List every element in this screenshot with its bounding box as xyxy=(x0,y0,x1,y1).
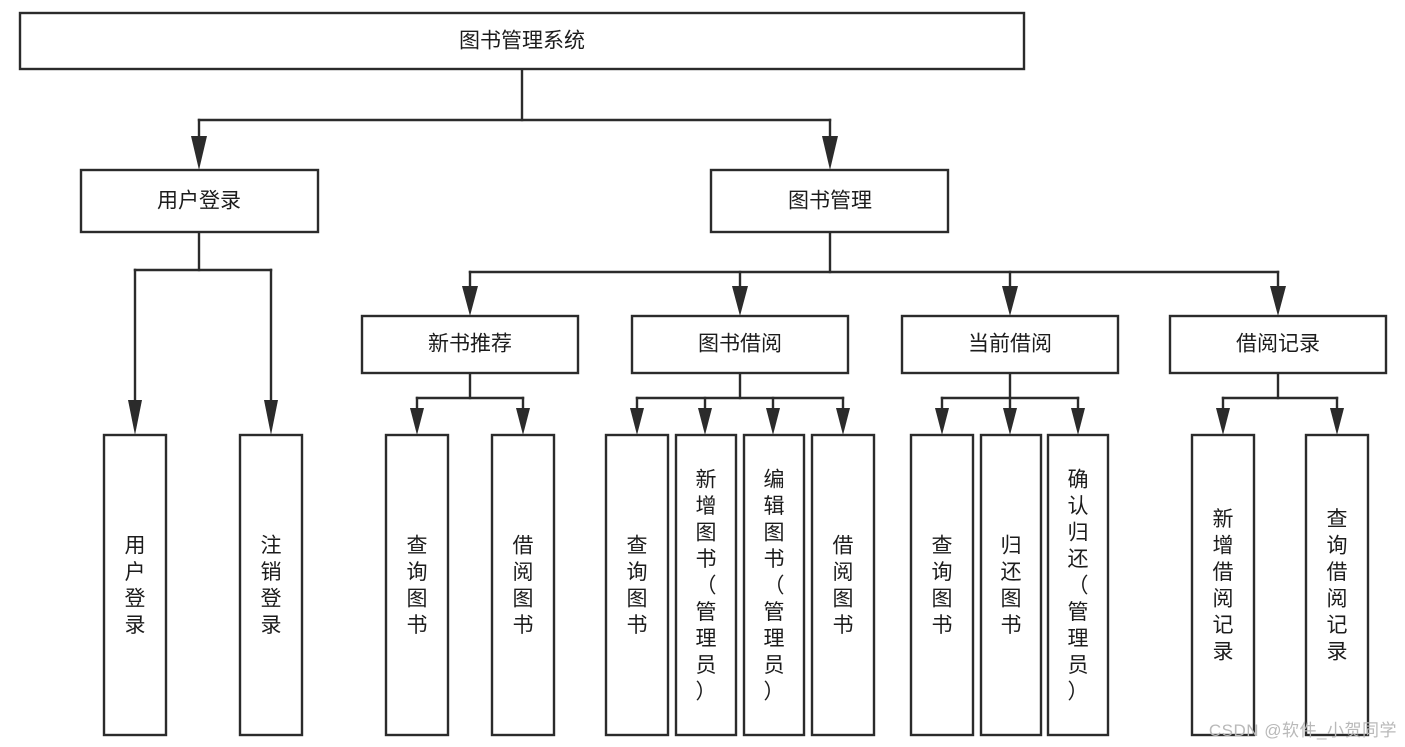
arrowhead-leaf-logout xyxy=(264,400,278,435)
node-root-rect[interactable] xyxy=(18,11,1026,71)
leaf-user-login-rect[interactable] xyxy=(102,433,168,737)
leaf-confirm-return-admin-label: 确认归还（管理员） xyxy=(1068,468,1089,703)
arrowhead-leaf-borrow-book-1 xyxy=(516,408,530,435)
arrowhead-leaf-query-book-1 xyxy=(410,408,424,435)
node-book-management-label: 图书管理 xyxy=(788,190,872,213)
node-book-borrowing[interactable]: 图书借阅 xyxy=(630,314,850,375)
node-user-login-rect[interactable] xyxy=(79,168,320,234)
leaf-user-login-label: 用户登录 xyxy=(125,535,146,638)
node-borrowing-records-label: 借阅记录 xyxy=(1236,333,1320,356)
leaf-user-login[interactable]: 用户登录 xyxy=(102,433,168,737)
node-borrowing-records-rect[interactable] xyxy=(1168,314,1388,375)
arrowhead-leaf-confirm-return xyxy=(1071,408,1085,435)
leaf-add-book-admin[interactable]: 新增图书（管理员） xyxy=(674,433,738,737)
node-root-label: 图书管理系统 xyxy=(459,30,585,53)
connectors-current-borrow-to-leaves xyxy=(935,371,1085,435)
arrowhead-leaf-add-record xyxy=(1216,408,1230,435)
arrowhead-current-borrow xyxy=(1002,286,1018,316)
node-root[interactable]: 图书管理系统 xyxy=(18,11,1026,71)
connectors-new-book-rec-to-leaves xyxy=(410,371,530,435)
arrowhead-leaf-query-book-2 xyxy=(630,408,644,435)
arrowhead-leaf-add-book xyxy=(698,408,712,435)
leaf-borrow-book-1[interactable]: 借阅图书 xyxy=(490,433,556,737)
node-user-login-label: 用户登录 xyxy=(157,190,241,213)
leaf-query-book-1-rect[interactable] xyxy=(384,433,450,737)
leaf-return-book[interactable]: 归还图书 xyxy=(979,433,1043,737)
arrowhead-leaf-user-login xyxy=(128,400,142,435)
leaf-logout-label: 注销登录 xyxy=(261,535,282,638)
leaf-return-book-label: 归还图书 xyxy=(1001,535,1022,638)
connectors-book-mgmt-to-level3 xyxy=(462,230,1286,316)
node-new-book-recommendation-label: 新书推荐 xyxy=(428,333,512,356)
node-book-borrowing-label: 图书借阅 xyxy=(698,333,782,356)
arrowhead-leaf-query-book-3 xyxy=(935,408,949,435)
node-user-login[interactable]: 用户登录 xyxy=(79,168,320,234)
node-current-borrowing-label: 当前借阅 xyxy=(968,333,1052,356)
node-book-management-rect[interactable] xyxy=(709,168,950,234)
leaf-borrow-book-1-rect[interactable] xyxy=(490,433,556,737)
leaf-query-book-1[interactable]: 查询图书 xyxy=(384,433,450,737)
arrowhead-leaf-return-book xyxy=(1003,408,1017,435)
leaf-confirm-return-admin-rect[interactable] xyxy=(1046,433,1110,737)
leaf-borrow-book-2-rect[interactable] xyxy=(810,433,876,737)
leaf-query-book-2-label: 查询图书 xyxy=(627,535,648,638)
leaf-query-book-3-rect[interactable] xyxy=(909,433,975,737)
arrowhead-new-book-rec xyxy=(462,286,478,316)
leaf-query-book-3-label: 查询图书 xyxy=(932,535,953,638)
arrowhead-leaf-borrow-book-2 xyxy=(836,408,850,435)
leaf-query-borrow-record[interactable]: 查询借阅记录 xyxy=(1304,433,1370,737)
arrowhead-leaf-edit-book xyxy=(766,408,780,435)
node-book-management[interactable]: 图书管理 xyxy=(709,168,950,234)
arrowhead-borrow-records xyxy=(1270,286,1286,316)
leaf-query-borrow-record-label: 查询借阅记录 xyxy=(1327,508,1348,664)
leaf-query-borrow-record-rect[interactable] xyxy=(1304,433,1370,737)
leaf-borrow-book-2-label: 借阅图书 xyxy=(833,535,854,638)
leaf-query-book-2-rect[interactable] xyxy=(604,433,670,737)
connectors-book-borrow-to-leaves xyxy=(630,371,850,435)
arrowhead-user-login xyxy=(191,136,207,170)
node-book-borrowing-rect[interactable] xyxy=(630,314,850,375)
leaf-query-book-3[interactable]: 查询图书 xyxy=(909,433,975,737)
leaf-edit-book-admin-rect[interactable] xyxy=(742,433,806,737)
leaf-edit-book-admin-label: 编辑图书（管理员） xyxy=(764,468,785,703)
node-new-book-recommendation-rect[interactable] xyxy=(360,314,580,375)
node-new-book-recommendation[interactable]: 新书推荐 xyxy=(360,314,580,375)
node-borrowing-records[interactable]: 借阅记录 xyxy=(1168,314,1388,375)
leaf-logout[interactable]: 注销登录 xyxy=(238,433,304,737)
leaf-add-borrow-record-label: 新增借阅记录 xyxy=(1213,508,1234,664)
leaf-edit-book-admin[interactable]: 编辑图书（管理员） xyxy=(742,433,806,737)
arrowhead-book-borrow xyxy=(732,286,748,316)
leaf-return-book-rect[interactable] xyxy=(979,433,1043,737)
leaf-add-borrow-record-rect[interactable] xyxy=(1190,433,1256,737)
connectors-root-to-level2 xyxy=(191,67,838,170)
leaf-add-borrow-record[interactable]: 新增借阅记录 xyxy=(1190,433,1256,737)
node-current-borrowing-rect[interactable] xyxy=(900,314,1120,375)
leaf-confirm-return-admin[interactable]: 确认归还（管理员） xyxy=(1046,433,1110,737)
arrowhead-leaf-query-record xyxy=(1330,408,1344,435)
leaf-add-book-admin-label: 新增图书（管理员） xyxy=(696,468,717,703)
connectors-user-login-to-leaves xyxy=(128,230,278,435)
leaf-query-book-2[interactable]: 查询图书 xyxy=(604,433,670,737)
arrowhead-book-mgmt xyxy=(822,136,838,170)
leaf-borrow-book-1-label: 借阅图书 xyxy=(513,535,534,638)
leaf-logout-rect[interactable] xyxy=(238,433,304,737)
connectors-borrow-records-to-leaves xyxy=(1216,371,1344,435)
node-current-borrowing[interactable]: 当前借阅 xyxy=(900,314,1120,375)
leaf-query-book-1-label: 查询图书 xyxy=(407,535,428,638)
watermark: CSDN @软件_小贺同学 xyxy=(1208,721,1397,740)
leaf-add-book-admin-rect[interactable] xyxy=(674,433,738,737)
leaf-borrow-book-2[interactable]: 借阅图书 xyxy=(810,433,876,737)
